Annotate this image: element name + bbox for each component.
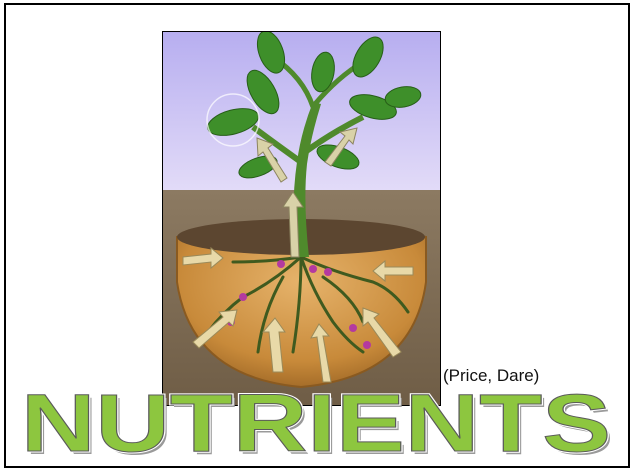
- title-outline: NUTRIENTS: [21, 381, 611, 466]
- plant-nutrient-diagram: [163, 32, 440, 405]
- slide-frame: (Price, Dare) NUTRIENTS NUTRIENTS NUTRIE…: [4, 3, 630, 468]
- plant-roots-illustration: [162, 31, 441, 406]
- title-banner: NUTRIENTS NUTRIENTS NUTRIENTS: [6, 381, 628, 466]
